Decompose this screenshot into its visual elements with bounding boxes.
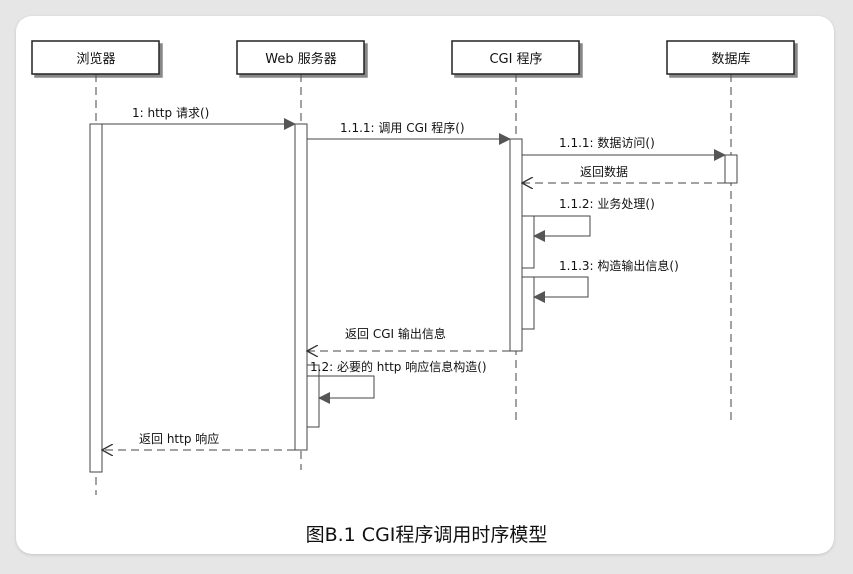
message-data-access-label: 1.1.1: 数据访问() [559, 135, 655, 150]
participant-web: Web 服务器 [236, 40, 365, 75]
message-return-cgi-output-label: 返回 CGI 输出信息 [345, 326, 446, 341]
participant-cgi-label: CGI 程序 [489, 52, 542, 67]
message-data-access: 1.1.1: 数据访问() [522, 135, 726, 161]
participant-web-label: Web 服务器 [265, 51, 336, 67]
activation-web [294, 123, 308, 451]
message-return-http-response: 返回 http 响应 [102, 431, 295, 450]
activation-db [724, 154, 738, 184]
message-build-output-label: 1.1.3: 构造输出信息() [559, 258, 679, 273]
participant-browser-label: 浏览器 [76, 51, 115, 67]
activation-web-self [306, 364, 320, 428]
message-return-http-response-label: 返回 http 响应 [139, 431, 219, 446]
message-build-output: 1.1.3: 构造输出信息() [522, 258, 679, 303]
message-call-cgi-label: 1.1.1: 调用 CGI 程序() [340, 120, 465, 135]
figure-frame [16, 16, 834, 554]
message-http-request: 1: http 请求() [102, 106, 296, 130]
participant-db: 数据库 [666, 40, 795, 75]
activation-cgi [509, 138, 523, 352]
message-call-cgi: 1.1.1: 调用 CGI 程序() [307, 120, 511, 145]
message-return-data-label: 返回数据 [580, 164, 628, 179]
participant-cgi: CGI 程序 [451, 40, 580, 75]
message-build-http-response-label: 1.2: 必要的 http 响应信息构造() [310, 359, 487, 374]
message-http-request-label: 1: http 请求() [132, 106, 209, 120]
message-return-cgi-output: 返回 CGI 输出信息 [307, 326, 510, 351]
activation-browser [89, 123, 103, 473]
figure-caption: 图B.1 CGI程序调用时序模型 [305, 524, 548, 546]
message-business-process: 1.1.2: 业务处理() [522, 196, 655, 242]
message-build-http-response: 1.2: 必要的 http 响应信息构造() [307, 359, 487, 404]
message-return-data: 返回数据 [522, 164, 725, 183]
participant-db-label: 数据库 [711, 51, 750, 67]
activation-cgi-self-1 [521, 215, 535, 269]
activation-cgi-self-2 [521, 276, 535, 330]
participant-browser: 浏览器 [31, 40, 160, 75]
message-business-process-label: 1.1.2: 业务处理() [559, 196, 655, 211]
